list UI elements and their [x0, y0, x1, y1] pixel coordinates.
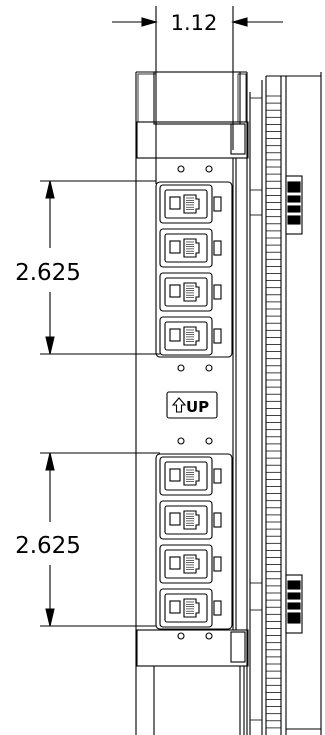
- lower-height-dimension-label: 2.625: [15, 533, 81, 559]
- port-led: [213, 328, 222, 344]
- mounting-hole: [205, 437, 213, 445]
- width-dimension: 1.12: [112, 6, 283, 184]
- orientation-label: UP: [166, 391, 218, 419]
- mounting-hole: [177, 364, 185, 372]
- port-group-upper: [155, 181, 233, 358]
- rj45-jack-icon: [159, 500, 222, 540]
- upper-height-dimension-label: 2.625: [15, 260, 81, 286]
- mounting-hole: [205, 165, 213, 173]
- mounting-hole: [177, 437, 185, 445]
- orientation-label-text: UP: [186, 398, 209, 416]
- rj45-jack-icon: [159, 544, 222, 584]
- rj45-jack-icon: [159, 456, 222, 496]
- mounting-hole: [177, 632, 185, 640]
- mounting-hole: [205, 632, 213, 640]
- module-outline: [135, 71, 249, 735]
- rj45-jack-icon: [159, 228, 222, 268]
- port-group-lower: [155, 453, 233, 630]
- rj45-jack-icon: [159, 316, 222, 356]
- mounting-holes: [177, 165, 213, 640]
- rj45-jack-icon: [159, 272, 222, 312]
- port-led: [213, 468, 222, 484]
- rj45-jack-icon: [159, 588, 222, 628]
- port-led: [213, 240, 222, 256]
- port-led: [213, 284, 222, 300]
- rj45-jack-icon: [159, 184, 222, 224]
- width-dimension-label: 1.12: [171, 11, 218, 35]
- port-led: [213, 600, 222, 616]
- side-heatsink: [246, 72, 322, 735]
- port-led: [213, 512, 222, 528]
- port-led: [213, 196, 222, 212]
- mounting-hole: [205, 364, 213, 372]
- lower-height-dimension: 2.625: [15, 452, 160, 627]
- mounting-hole: [177, 165, 185, 173]
- arrow-up-outline-icon: [171, 397, 187, 413]
- upper-height-dimension: 2.625: [15, 180, 160, 355]
- port-led: [213, 556, 222, 572]
